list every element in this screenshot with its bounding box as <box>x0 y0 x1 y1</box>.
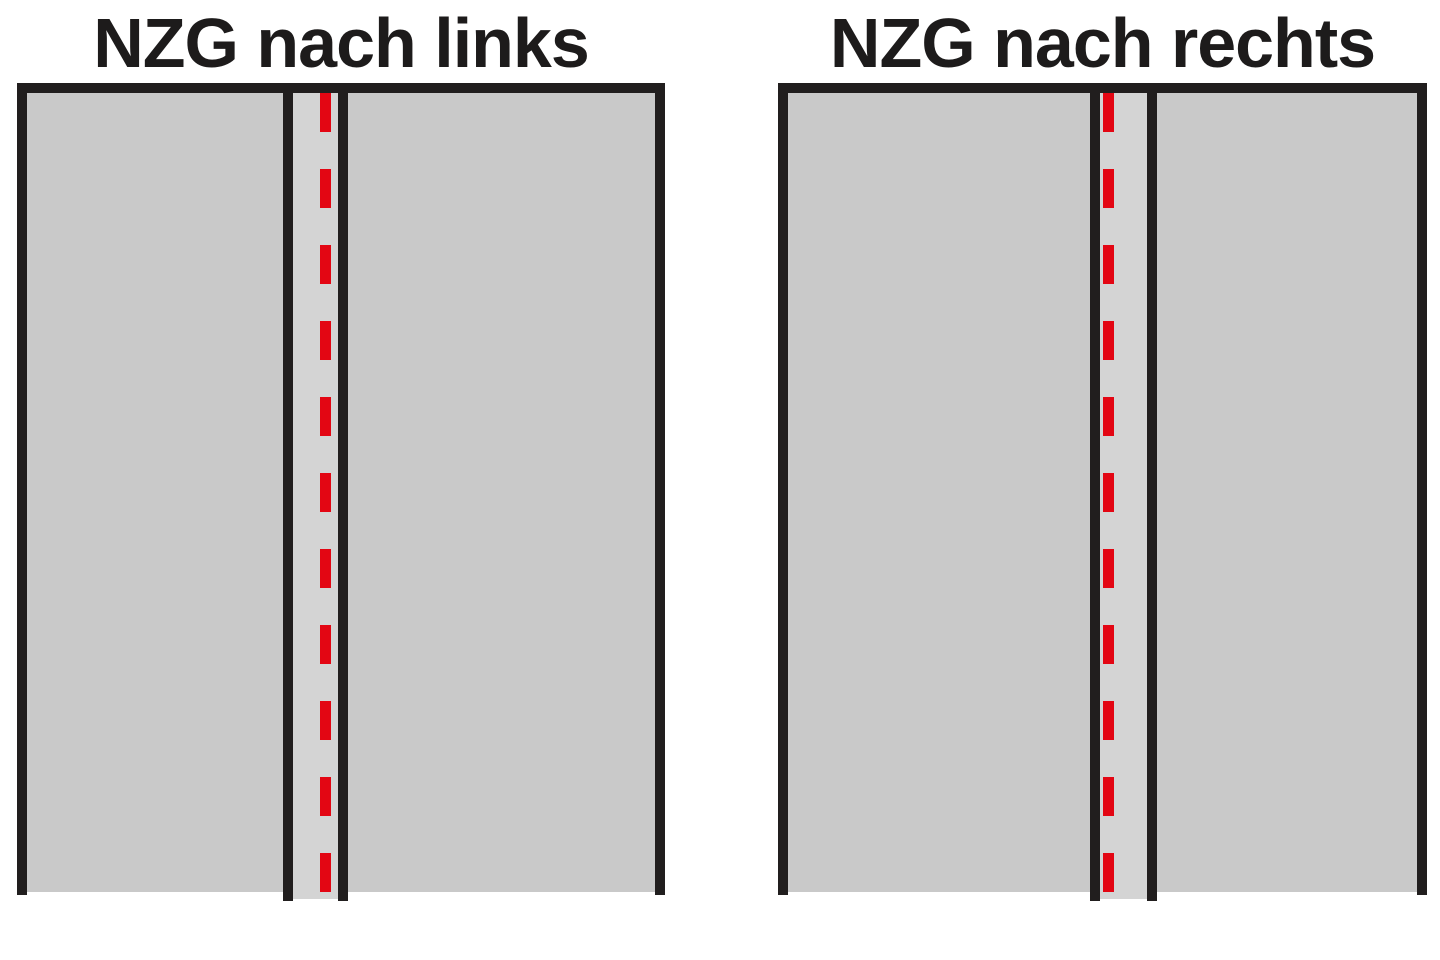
stitch-line-dashed <box>320 93 331 893</box>
fabric-left-edge <box>17 93 27 895</box>
fabric-diagram-rechts <box>778 83 1427 901</box>
fabric-right-edge <box>655 93 665 895</box>
seam-fold-line-right <box>338 93 348 901</box>
fabric-right-edge <box>1417 93 1427 895</box>
stitch-line-dashed <box>1103 93 1114 893</box>
fabric-diagram-links <box>17 83 665 901</box>
figure-title-links: NZG nach links <box>93 4 590 82</box>
seam-fold-line-right <box>1147 93 1157 901</box>
seam-fold-line-left <box>283 93 293 901</box>
figure-title-rechts: NZG nach rechts <box>829 4 1376 82</box>
seam-fold-line-left <box>1090 93 1100 901</box>
fabric-left-edge <box>778 93 788 895</box>
fabric-top-edge <box>17 83 665 93</box>
fabric-top-edge <box>778 83 1427 93</box>
seam-allowance-strip <box>293 93 338 899</box>
